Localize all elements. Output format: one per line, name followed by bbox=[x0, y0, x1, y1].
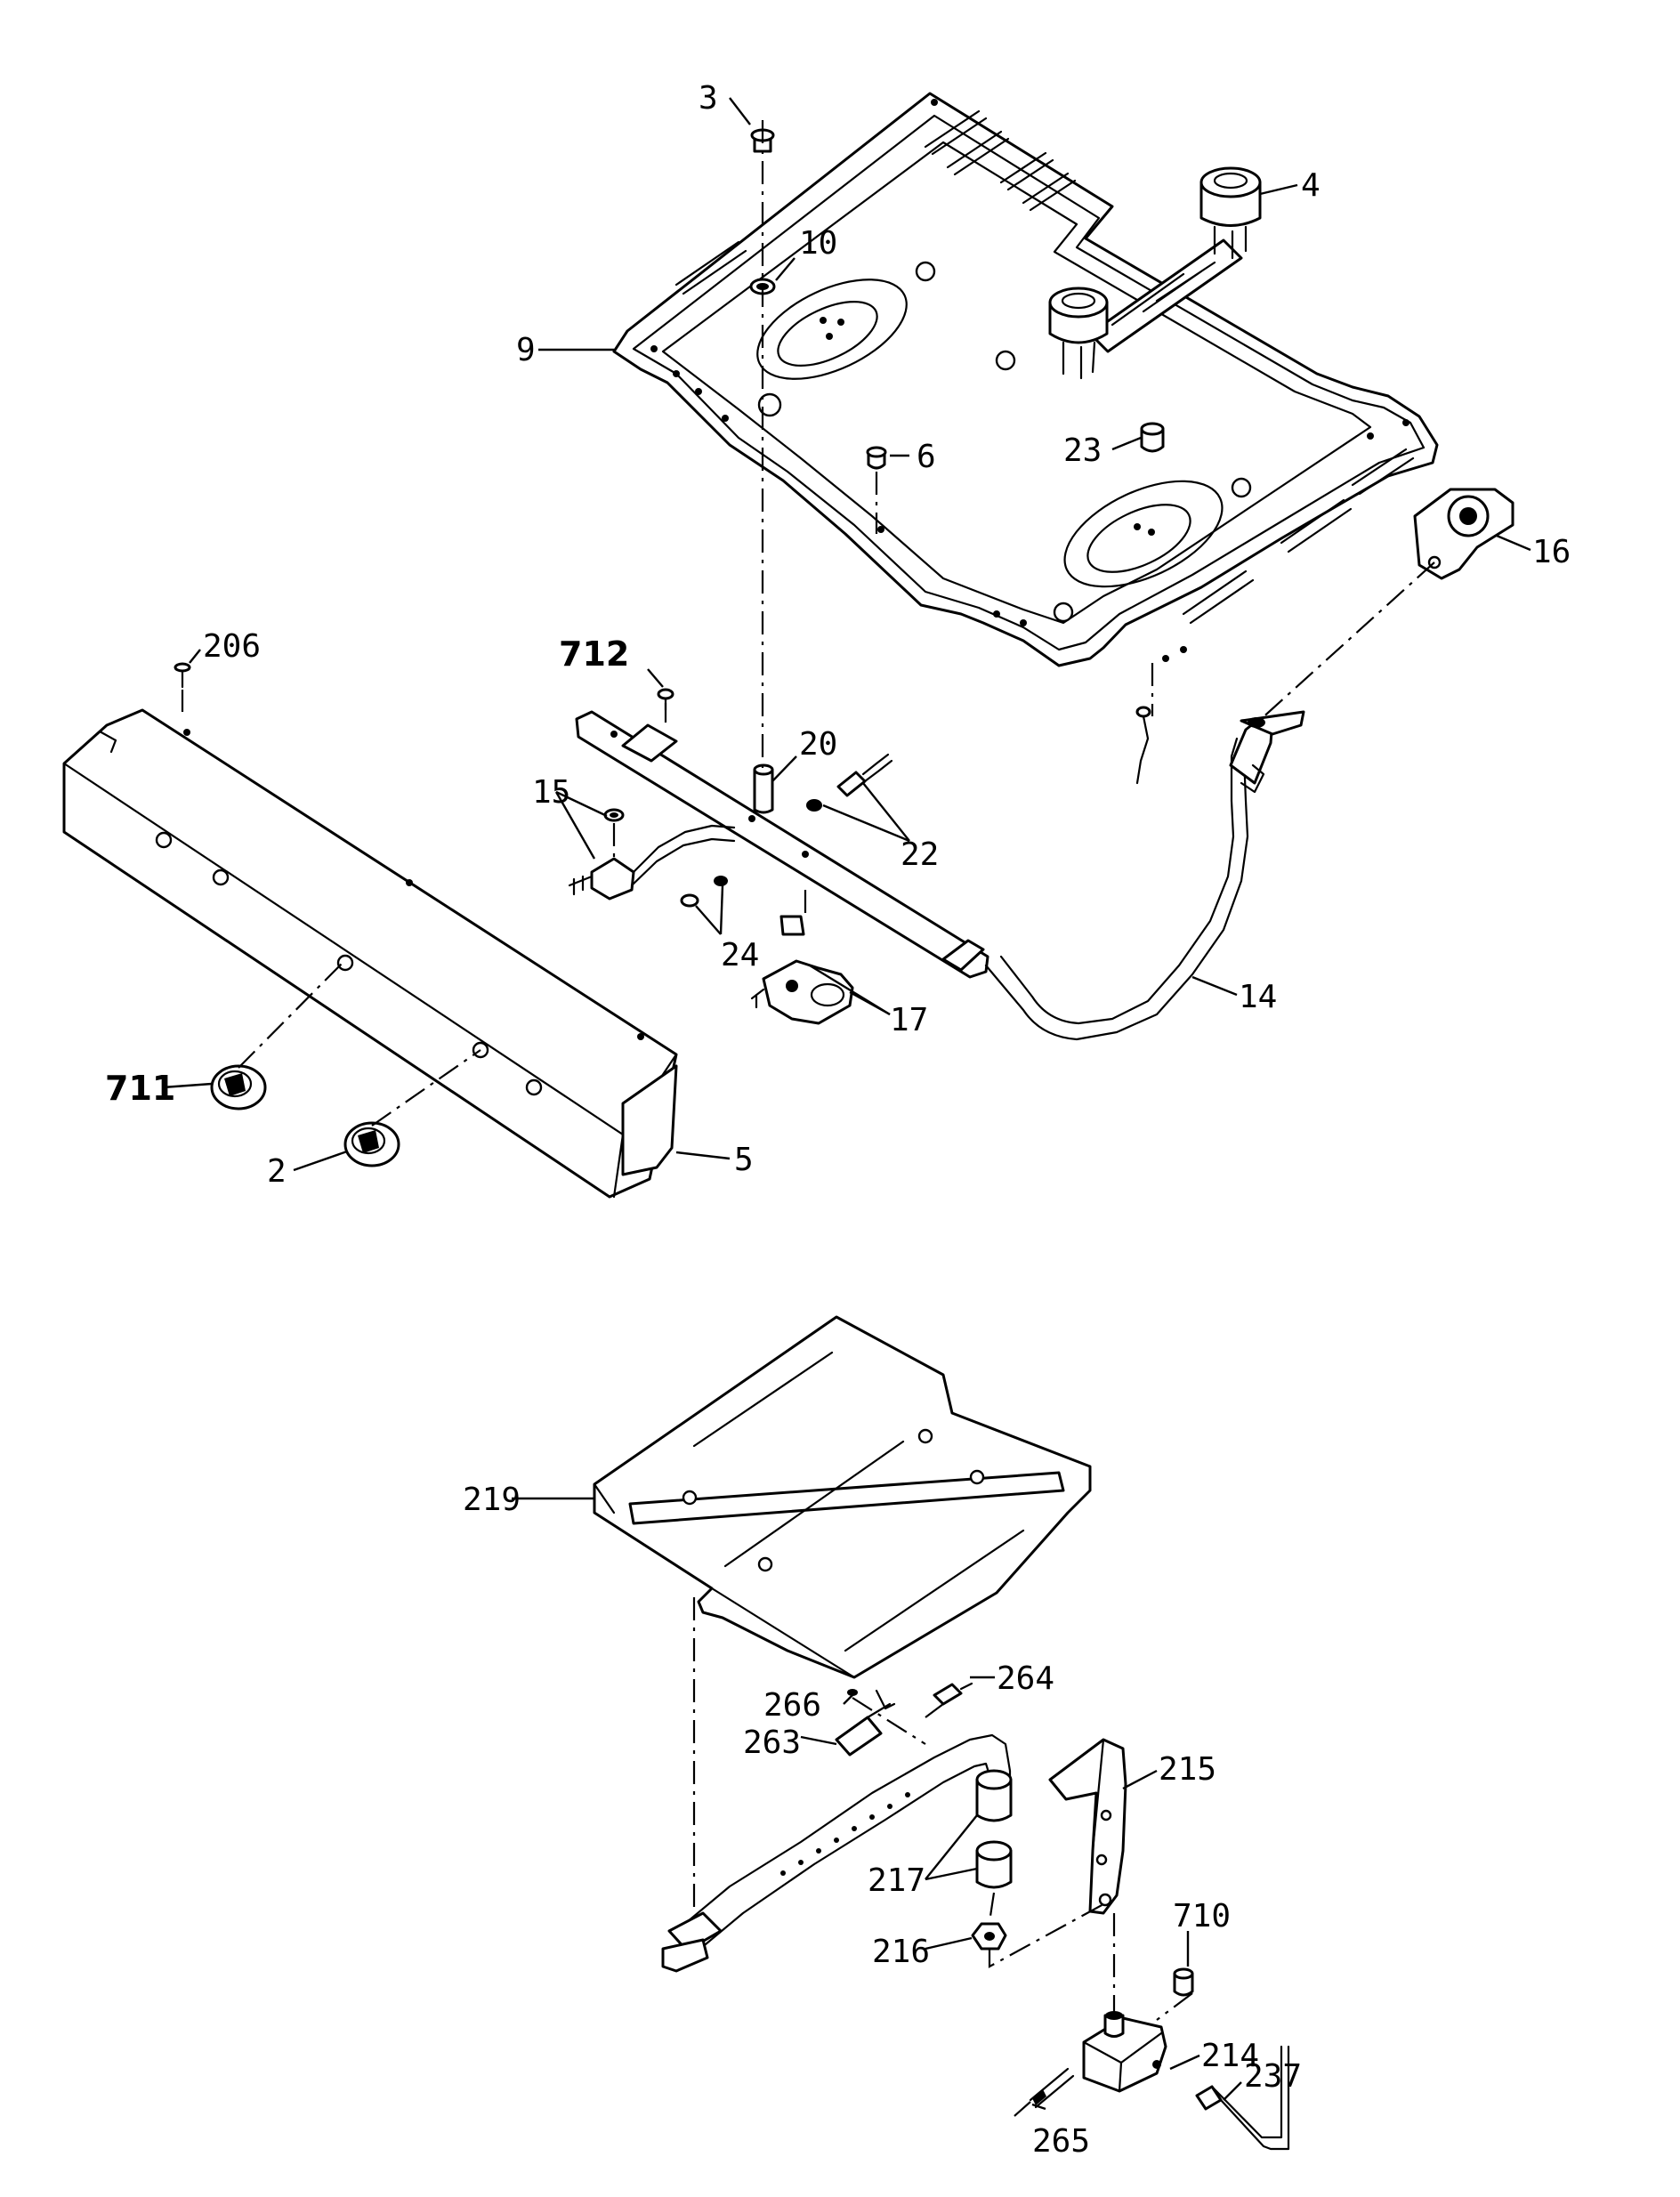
label-part-266: 266 bbox=[763, 1687, 821, 1724]
manifold-panel-part-5 bbox=[62, 708, 678, 1199]
electrode-part-22 bbox=[806, 753, 893, 812]
screw-part-264 bbox=[933, 1682, 973, 1706]
screw-part-206 bbox=[174, 662, 191, 689]
ignitor-lead bbox=[1135, 706, 1151, 785]
label-part-712: 712 bbox=[559, 634, 629, 674]
fitting-part-265 bbox=[1029, 2067, 1075, 2109]
knob-part-711 bbox=[210, 1064, 267, 1111]
manifold-bracket bbox=[575, 710, 989, 979]
label-part-15: 15 bbox=[532, 774, 570, 811]
label-part-5: 5 bbox=[734, 1142, 754, 1178]
label-part-20: 20 bbox=[799, 726, 837, 763]
center-lines bbox=[181, 120, 1435, 2117]
manifold-pipe-part-14 bbox=[984, 710, 1305, 1041]
label-part-23: 23 bbox=[1063, 432, 1102, 469]
bracket-part-16 bbox=[1413, 488, 1514, 580]
label-part-219: 219 bbox=[463, 1482, 521, 1518]
label-part-4: 4 bbox=[1301, 167, 1321, 204]
nut-part-216 bbox=[971, 1922, 1007, 1951]
leader-lines bbox=[162, 97, 1531, 2111]
label-part-215: 215 bbox=[1159, 1751, 1216, 1788]
knob-part-2 bbox=[343, 1121, 400, 1167]
label-part-6: 6 bbox=[917, 439, 936, 475]
bracket-part-215 bbox=[1048, 1738, 1127, 1915]
label-part-217: 217 bbox=[868, 1862, 925, 1899]
air-shutter-part-217 bbox=[975, 1769, 1013, 1889]
tube-part-237 bbox=[1195, 2045, 1290, 2151]
part-number-labels: 3 4 10 9 6 23 16 206 712 15 20 22 24 17 … bbox=[105, 80, 1571, 2160]
burner-assembly-part-4 bbox=[1048, 166, 1262, 380]
label-part-263: 263 bbox=[743, 1724, 801, 1761]
label-part-9: 9 bbox=[516, 332, 536, 368]
plug-part-23 bbox=[1140, 422, 1165, 453]
label-part-214: 214 bbox=[1201, 2038, 1259, 2074]
label-part-216: 216 bbox=[872, 1934, 930, 1970]
label-part-24: 24 bbox=[721, 937, 759, 973]
valve-part-17 bbox=[750, 915, 854, 1025]
orifice-part-20 bbox=[753, 763, 774, 814]
burner-baffle-part-219 bbox=[593, 1315, 1092, 1679]
label-part-710: 710 bbox=[1173, 1898, 1231, 1934]
oven-burner-tube bbox=[661, 1733, 1012, 1973]
burner-box-part-9 bbox=[612, 92, 1439, 667]
label-part-10: 10 bbox=[799, 225, 837, 262]
cap-part-710 bbox=[1173, 1967, 1194, 1997]
label-part-206: 206 bbox=[203, 628, 261, 665]
label-part-711: 711 bbox=[105, 1069, 175, 1108]
screw-part-266 bbox=[847, 1689, 858, 1696]
plug-part-6 bbox=[866, 446, 887, 470]
label-part-265: 265 bbox=[1032, 2123, 1090, 2160]
ignitor-part-263 bbox=[835, 1689, 896, 1757]
label-part-22: 22 bbox=[901, 836, 939, 873]
thermostat-part-214 bbox=[1082, 2011, 1167, 2093]
label-part-3: 3 bbox=[699, 80, 718, 117]
label-part-16: 16 bbox=[1532, 534, 1571, 570]
label-part-264: 264 bbox=[997, 1660, 1054, 1697]
screw-part-24 bbox=[680, 876, 728, 908]
valve-part-15 bbox=[568, 808, 736, 901]
label-part-17: 17 bbox=[890, 1002, 928, 1038]
label-part-14: 14 bbox=[1239, 979, 1277, 1015]
label-part-237: 237 bbox=[1244, 2058, 1302, 2095]
label-part-2: 2 bbox=[267, 1153, 287, 1190]
